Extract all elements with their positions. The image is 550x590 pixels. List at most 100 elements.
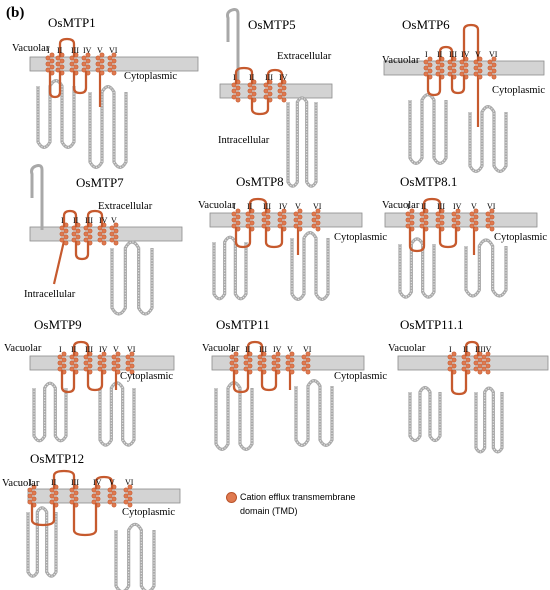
tm-helix-label: IV (99, 216, 108, 225)
tmd-helix (423, 56, 433, 80)
tm-helix-label: II (463, 345, 469, 354)
membrane-band (209, 212, 363, 228)
tm-helix-label: VI (489, 50, 498, 59)
outside-compartment-label: Extracellular (98, 201, 153, 212)
membrane-band (397, 355, 549, 371)
extramembrane-loop (72, 340, 90, 356)
tm-helix-label: III (263, 202, 271, 211)
cytoplasmic-loop (264, 227, 284, 249)
protein-name: OsMTP8 (236, 174, 284, 189)
extramembrane-loop (58, 37, 76, 57)
tm-helix-label: VI (303, 345, 312, 354)
tm-helix-label: II (421, 202, 427, 211)
cytoplasmic-loop-bundle (32, 381, 68, 443)
cytoplasmic-loop-bundle (36, 79, 76, 149)
protein-name: OsMTP11.1 (400, 317, 464, 332)
cytoplasmic-loop-bundle (98, 381, 136, 447)
tm-helix-label: V (475, 50, 481, 59)
cytoplasmic-loop (232, 370, 250, 394)
cytoplasmic-loop (426, 75, 442, 97)
cytoplasmic-loop (86, 370, 104, 392)
tm-helix-label: III (449, 50, 457, 59)
tm-helix-label: I (407, 202, 410, 211)
inside-compartment-label: Intracellular (24, 289, 76, 300)
inside-compartment-label: Cytoplasmic (494, 232, 548, 243)
cytoplasmic-loop (30, 503, 56, 527)
cytoplasmic-loop (72, 503, 98, 537)
cytoplasmic-loop (450, 75, 466, 95)
tm-helix-label: IV (461, 50, 470, 59)
tm-helix-label: IV (453, 202, 462, 211)
tmd-helix (95, 52, 105, 76)
cytoplasmic-loop-bundle (398, 237, 436, 299)
tm-helix-label: I (233, 73, 236, 82)
tm-helix-label: III (71, 478, 79, 487)
cytoplasmic-loop (60, 370, 76, 394)
tm-helix-label: II (73, 216, 79, 225)
tmd-helix (301, 351, 311, 375)
outside-compartment-label: Vacuolar (4, 343, 42, 354)
outside-compartment-label: Extracellular (277, 51, 332, 62)
legend-text-line1: Cation efflux transmembrane (240, 492, 356, 502)
outside-compartment-label: Vacuolar (388, 343, 426, 354)
cytoplasmic-loop-bundle (408, 93, 448, 165)
tm-helix-label: V (295, 202, 301, 211)
outside-compartment-label: Vacuolar (12, 43, 50, 54)
tm-helix-label: II (51, 478, 57, 487)
extramembrane-loop (94, 475, 114, 489)
membrane-band (29, 226, 183, 242)
outside-compartment-label: Vacuolar (382, 55, 420, 66)
cytoplasmic-loop (72, 71, 88, 95)
outside-compartment-label: Vacuolar (198, 200, 236, 211)
legend-text-line2: domain (TMD) (240, 506, 298, 516)
tm-helix-label: II (249, 73, 255, 82)
cytoplasmic-loop (408, 227, 426, 253)
protein-name: OsMTP9 (34, 317, 82, 332)
protein-osmtp11 (211, 351, 365, 451)
tmd-helix (459, 56, 469, 80)
cytoplasmic-loop-bundle (212, 235, 248, 301)
protein-osmtp8 (209, 208, 363, 301)
tm-helix-label: III (85, 216, 93, 225)
tm-helix-label: IV (279, 73, 288, 82)
cytoplasmic-loop-bundle (286, 96, 318, 188)
tmd-helix (405, 208, 415, 232)
tm-helix-label: I (29, 478, 32, 487)
tm-helix-label: III (475, 345, 483, 354)
tm-helix-label: I (59, 345, 62, 354)
cytoplasmic-loop-bundle (464, 238, 508, 298)
tm-helix-label: II (57, 46, 63, 55)
tmd-helix (111, 351, 121, 375)
tmd-helix (97, 222, 107, 246)
panel-label: (b) (6, 5, 25, 21)
protein-osmtp5 (219, 8, 333, 188)
tmd-helix (469, 208, 479, 232)
cytoplasmic-loop (250, 98, 270, 116)
extramembrane-loop (52, 469, 76, 489)
cytoplasmic-loop-bundle (290, 231, 330, 301)
extramembrane-loop (62, 209, 78, 227)
tmd-helix (231, 208, 241, 232)
tmd-helix (285, 351, 295, 375)
tmd-helix (45, 52, 55, 76)
tm-helix-label: I (425, 50, 428, 59)
protein-name: OsMTP12 (30, 451, 85, 466)
n-terminal-tail (30, 164, 44, 230)
extramembrane-loop (438, 45, 454, 61)
outside-compartment-label: Vacuolar (382, 200, 420, 211)
tm-helix-label: VI (313, 202, 322, 211)
tm-helix-label: IV (83, 46, 92, 55)
protein-osmtp9 (29, 351, 175, 447)
extramembrane-loop (246, 340, 264, 356)
protein-osmtp1 (29, 52, 199, 169)
intracellular-tail (52, 240, 66, 285)
tmd-helix (293, 208, 303, 232)
protein-osmtp6 (383, 56, 545, 173)
protein-name: OsMTP6 (402, 17, 450, 32)
tm-helix-label: III (437, 202, 445, 211)
tm-helix-label: IV (99, 345, 108, 354)
tm-helix-label: I (61, 216, 64, 225)
tm-helix-label: II (437, 50, 443, 59)
membrane-band (384, 212, 538, 228)
